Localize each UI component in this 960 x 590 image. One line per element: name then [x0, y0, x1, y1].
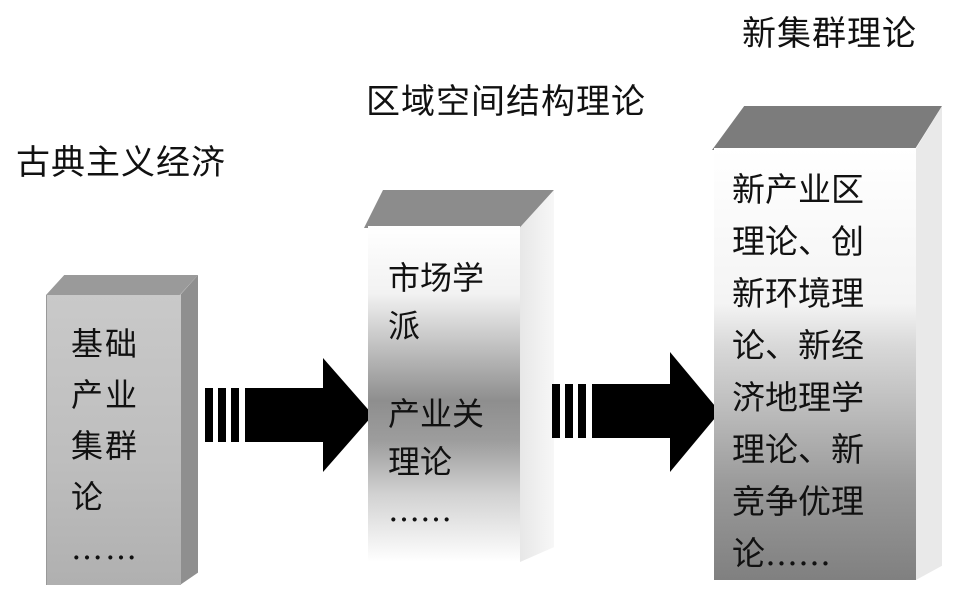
content-line: 产业关 — [388, 395, 485, 433]
stage-title-regional: 区域空间结构理论 — [366, 82, 646, 122]
box-front-face: 市场学 派 产业关 理论 …… — [368, 226, 520, 562]
content-line: 理论、新 — [732, 430, 864, 469]
stage-title-new-cluster: 新集群理论 — [742, 14, 917, 54]
new-cluster-stage-box: 新产业区 理论、创 新环境理 论、新经 济地理学 理论、新 竞争优理 论…… — [712, 106, 942, 580]
content-line: 济地理学 — [732, 378, 864, 417]
arrow-stripe — [218, 388, 226, 442]
arrow-stripe — [565, 384, 573, 438]
arrow-stripe — [205, 388, 213, 442]
content-line: 新环境理 — [732, 274, 864, 313]
content-line: 集群 — [71, 427, 140, 465]
arrow-stripe — [552, 384, 560, 438]
content-line: 市场学 — [388, 259, 485, 297]
box-front-face: 基础 产业 集群 论 …… — [46, 295, 181, 585]
content-line: …… — [71, 529, 139, 567]
arrow-body — [245, 358, 373, 472]
regional-stage-box: 市场学 派 产业关 理论 …… — [364, 190, 554, 562]
arrow-right-icon — [205, 358, 373, 472]
content-line: 产业 — [71, 376, 140, 414]
content-line: 新产业区 — [732, 170, 864, 209]
classical-stage-box: 基础 产业 集群 论 …… — [46, 275, 198, 585]
content-line: 理论 — [388, 443, 453, 481]
classical-stage-content: 基础 产业 集群 论 …… — [71, 319, 167, 574]
arrow-stripe — [578, 384, 586, 438]
box-top-face — [712, 106, 942, 150]
content-line: 派 — [388, 307, 421, 345]
content-line: 基础 — [71, 325, 140, 363]
content-line: 论、新经 — [732, 326, 864, 365]
box-side-face — [180, 275, 198, 585]
new-cluster-stage-content: 新产业区 理论、创 新环境理 论、新经 济地理学 理论、新 竞争优理 论…… — [732, 164, 912, 580]
content-line: 论 — [71, 478, 106, 516]
arrow-stripe — [231, 388, 239, 442]
arrow-body — [592, 352, 720, 472]
content-line: 竞争优理 — [732, 482, 864, 521]
box-side-face — [520, 190, 554, 562]
box-side-face — [916, 106, 942, 580]
stage-title-classical: 古典主义经济 — [16, 143, 226, 183]
content-line: 理论、创 — [732, 222, 864, 261]
content-line: 论…… — [732, 534, 831, 573]
regional-stage-content: 市场学 派 产业关 理论 …… — [388, 254, 518, 534]
content-line: …… — [388, 491, 452, 529]
arrow-right-icon — [552, 352, 720, 472]
box-top-face — [46, 275, 198, 295]
box-front-face: 新产业区 理论、创 新环境理 论、新经 济地理学 理论、新 竞争优理 论…… — [714, 148, 916, 580]
box-top-face — [364, 190, 554, 228]
